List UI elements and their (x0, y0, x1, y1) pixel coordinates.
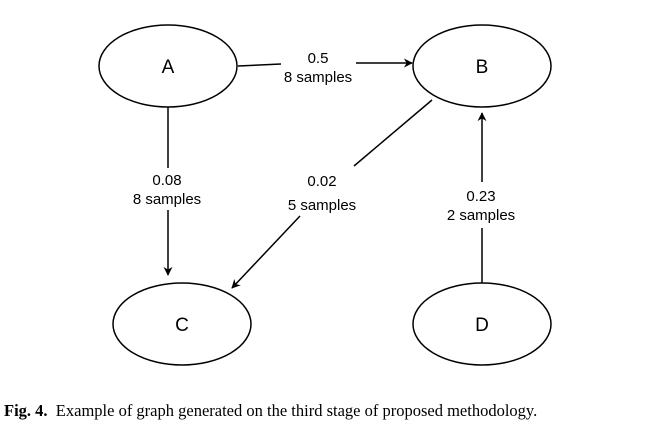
node-a-label: A (162, 57, 175, 78)
edge-d-b: 0.23 2 samples (447, 112, 515, 283)
node-c: C (112, 282, 252, 366)
edge-a-c-weight: 0.08 (152, 172, 181, 189)
edge-a-b-weight: 0.5 (308, 50, 329, 67)
edge-d-b-samples: 2 samples (447, 207, 515, 224)
caption-text: Example of graph generated on the third … (55, 401, 538, 420)
edge-b-c: 0.02 5 samples (231, 99, 433, 289)
node-d: D (412, 282, 552, 366)
edge-b-c-line-start (353, 99, 433, 167)
node-b: B (412, 24, 552, 108)
edge-a-c-samples: 8 samples (133, 191, 201, 208)
node-c-shape (112, 282, 252, 366)
edge-a-b: 0.5 8 samples (237, 50, 413, 86)
node-c-label: C (175, 315, 189, 336)
node-b-label: B (476, 57, 489, 78)
edge-b-c-samples: 5 samples (288, 197, 356, 214)
edge-a-c: 0.08 8 samples (133, 107, 201, 276)
node-d-label: D (475, 315, 489, 336)
node-a: A (98, 24, 238, 108)
caption-label: Fig. 4. (4, 401, 48, 420)
node-b-shape (412, 24, 552, 108)
figure-caption: Fig. 4. Example of graph generated on th… (4, 401, 654, 421)
edge-d-b-weight: 0.23 (466, 188, 495, 205)
edge-a-b-line-start (237, 63, 282, 67)
edge-b-c-weight: 0.02 (307, 173, 336, 190)
edge-b-c-line-end (231, 215, 301, 289)
edge-a-b-samples: 8 samples (284, 69, 352, 86)
